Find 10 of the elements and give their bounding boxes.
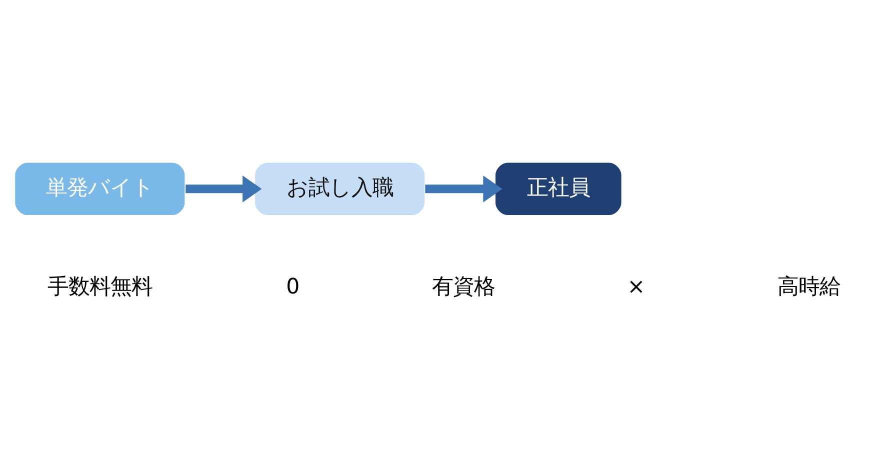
label: 高時給 — [776, 274, 840, 299]
node-box: 単発バイト — [14, 161, 186, 216]
node-box: お試し入職 — [253, 161, 426, 216]
arrow — [424, 175, 502, 202]
label: × — [626, 274, 645, 299]
label: 0 — [286, 274, 300, 299]
arrow — [185, 175, 262, 202]
node-box: 正社員 — [494, 161, 622, 216]
label: 手数料無料 — [46, 274, 152, 299]
label: 有資格 — [431, 274, 494, 299]
